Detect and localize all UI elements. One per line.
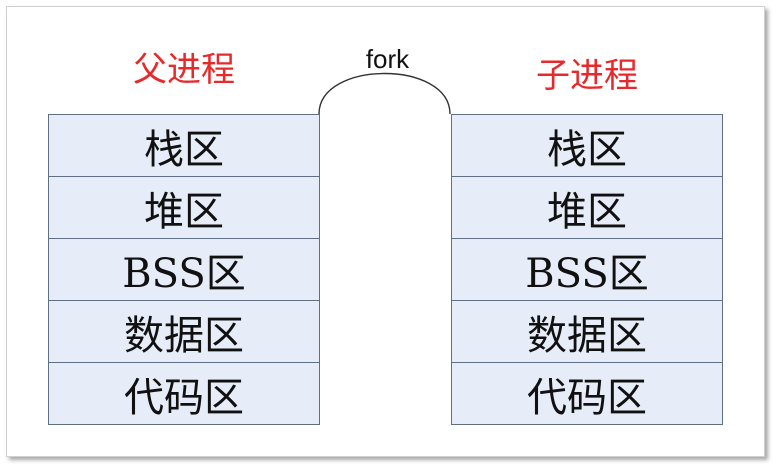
child-segment-heap: 堆区 <box>452 177 722 239</box>
parent-segment-stack: 栈区 <box>49 115 319 177</box>
parent-segment-data: 数据区 <box>49 301 319 363</box>
parent-process-title: 父进程 <box>133 50 235 90</box>
child-memory-layout: 栈区 堆区 BSS区 数据区 代码区 <box>451 114 723 425</box>
child-segment-stack: 栈区 <box>452 115 722 177</box>
parent-memory-layout: 栈区 堆区 BSS区 数据区 代码区 <box>48 114 320 425</box>
parent-segment-heap: 堆区 <box>49 177 319 239</box>
child-process-title: 子进程 <box>536 56 638 96</box>
child-segment-code: 代码区 <box>452 363 722 425</box>
fork-label: fork <box>365 44 410 74</box>
parent-segment-bss: BSS区 <box>49 239 319 301</box>
child-segment-bss: BSS区 <box>452 239 722 301</box>
parent-segment-code: 代码区 <box>49 363 319 425</box>
child-segment-data: 数据区 <box>452 301 722 363</box>
